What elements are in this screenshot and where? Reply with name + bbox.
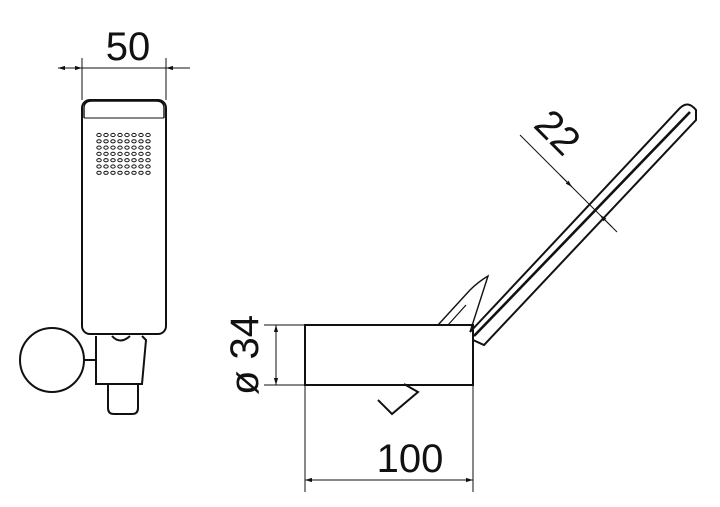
handset-side: [437, 103, 697, 347]
spray-nozzles: [96, 132, 151, 175]
nozzle-dot: [117, 170, 123, 175]
nozzle-dot: [131, 164, 137, 169]
nozzle-dot: [145, 139, 151, 144]
nozzle-dot: [103, 151, 109, 156]
handle-label: 22: [526, 102, 589, 165]
nozzle-dot: [110, 145, 116, 150]
nozzle-dot: [110, 139, 116, 144]
nozzle-dot: [145, 158, 151, 163]
nozzle-dot: [131, 132, 137, 138]
nozzle-dot: [110, 132, 116, 138]
nozzle-dot: [138, 170, 144, 175]
nozzle-dot: [103, 158, 109, 163]
hose-outlet: [107, 384, 139, 415]
nozzle-dot: [145, 145, 151, 150]
hose-outlet: [377, 383, 420, 416]
nozzle-dot: [131, 145, 137, 150]
nozzle-dot: [117, 151, 123, 156]
nozzle-dot: [131, 158, 137, 163]
nozzle-dot: [117, 139, 123, 144]
nozzle-dot: [96, 151, 102, 156]
nozzle-dot: [103, 164, 109, 169]
nozzle-dot: [103, 145, 109, 150]
nozzle-dot: [145, 151, 151, 156]
nozzle-dot: [138, 145, 144, 150]
nozzle-dot: [138, 158, 144, 163]
nozzle-dot: [138, 151, 144, 156]
diameter-label: ø 34: [223, 315, 267, 395]
nozzle-dot: [131, 139, 137, 144]
nozzle-dot: [96, 139, 102, 144]
nozzle-dot: [138, 139, 144, 144]
nozzle-dot: [110, 164, 116, 169]
nozzle-dot: [117, 132, 123, 138]
nozzle-dot: [124, 151, 130, 156]
side-view: ø 34 100 22: [223, 102, 697, 492]
nozzle-dot: [131, 151, 137, 156]
nozzle-dot: [124, 164, 130, 169]
handset-body: [81, 99, 167, 335]
nozzle-dot: [96, 170, 102, 175]
wall-connector: [19, 327, 85, 393]
nozzle-dot: [117, 145, 123, 150]
nozzle-dot: [145, 132, 151, 138]
nozzle-dot: [131, 170, 137, 175]
nozzle-dot: [96, 132, 102, 138]
nozzle-dot: [103, 139, 109, 144]
nozzle-dot: [110, 151, 116, 156]
nozzle-dot: [96, 158, 102, 163]
nozzle-dot: [138, 132, 144, 138]
width-label: 50: [106, 25, 151, 69]
nozzle-dot: [96, 145, 102, 150]
nozzle-dot: [124, 145, 130, 150]
nozzle-dot: [138, 164, 144, 169]
bracket: [84, 335, 148, 385]
length-label: 100: [377, 437, 444, 481]
nozzle-dot: [103, 170, 109, 175]
nozzle-dot: [124, 139, 130, 144]
nozzle-dot: [145, 164, 151, 169]
front-view: 50: [19, 25, 190, 415]
nozzle-dot: [96, 164, 102, 169]
nozzle-dot: [145, 170, 151, 175]
nozzle-dot: [117, 158, 123, 163]
nozzle-dot: [103, 132, 109, 138]
nozzle-dot: [124, 158, 130, 163]
nozzle-dot: [110, 158, 116, 163]
holder-body: [304, 324, 474, 386]
nozzle-dot: [124, 170, 130, 175]
nozzle-dot: [110, 170, 116, 175]
nozzle-dot: [117, 164, 123, 169]
nozzle-dot: [124, 132, 130, 138]
